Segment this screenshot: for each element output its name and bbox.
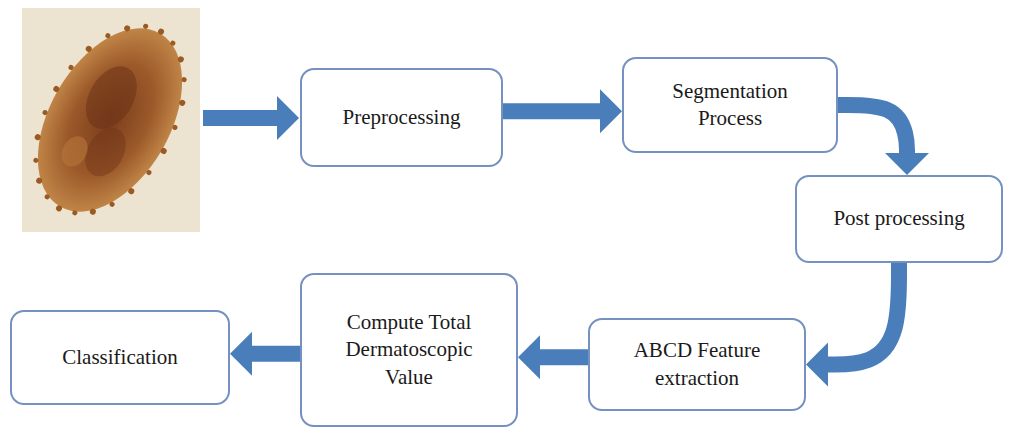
- flow-arrow: [828, 263, 899, 365]
- process-box: ABCD Feature extraction: [588, 318, 806, 411]
- flow-arrow: [503, 103, 600, 119]
- input-arrow: [203, 96, 299, 140]
- box-label: Segmentation Process: [660, 78, 800, 133]
- lesion: [1, 0, 219, 243]
- box-label: Classification: [62, 344, 177, 371]
- flow-arrow: [540, 349, 588, 365]
- process-box: Compute Total Dermatoscopic Value: [300, 273, 518, 427]
- flow-arrow: [838, 105, 907, 153]
- process-box: Segmentation Process: [622, 57, 838, 153]
- box-label: Compute Total Dermatoscopic Value: [334, 309, 484, 391]
- process-box: Classification: [10, 310, 230, 405]
- process-box: Post processing: [795, 175, 1003, 263]
- box-label: Post processing: [833, 205, 964, 232]
- box-label: ABCD Feature extraction: [615, 337, 780, 392]
- flow-arrow: [252, 346, 300, 362]
- process-box: Preprocessing: [300, 68, 503, 167]
- box-label: Preprocessing: [343, 104, 461, 131]
